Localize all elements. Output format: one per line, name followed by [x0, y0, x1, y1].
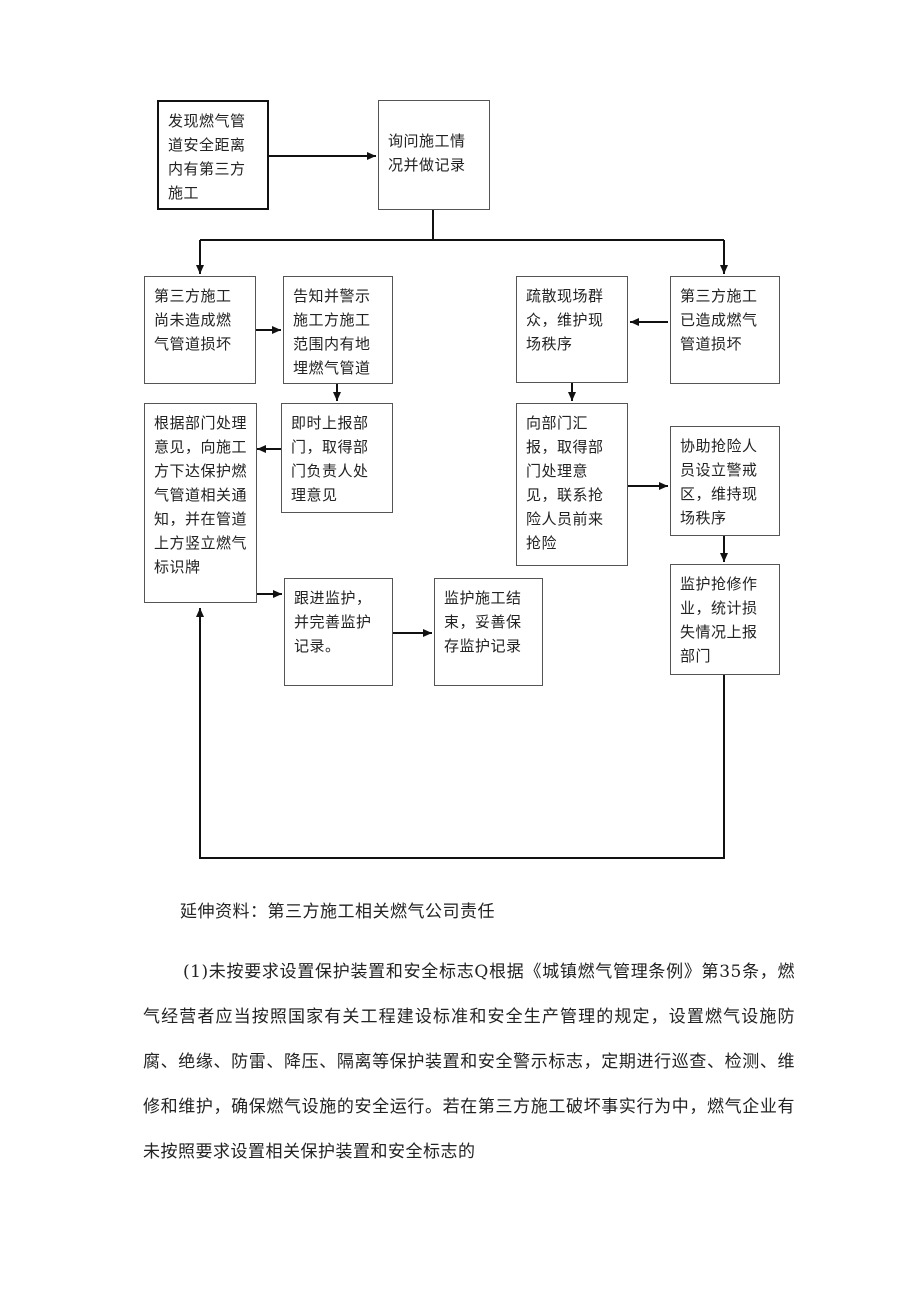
- flow-inform-warn-box: 告知并警示施工方施工范围内有地埋燃气管道: [283, 276, 393, 384]
- flow-no-damage-box: 第三方施工尚未造成燃气管道损坏: [144, 276, 256, 384]
- flow-report-right-box: 向部门汇报，取得部门处理意见，联系抢险人员前来抢险: [516, 403, 628, 566]
- flow-start-box: 发现燃气管道安全距离内有第三方施工: [157, 100, 269, 210]
- flow-assist-rescue-box: 协助抢险人员设立警戒区，维持现场秩序: [670, 426, 780, 536]
- flow-damaged-box: 第三方施工已造成燃气管道损坏: [670, 276, 780, 384]
- flow-report-left-box: 即时上报部门，取得部门负责人处理意见: [281, 403, 393, 513]
- flow-evacuate-box: 疏散现场群众，维护现场秩序: [516, 276, 628, 383]
- body-paragraph: (1)未按要求设置保护装置和安全标志Q根据《城镇燃气管理条例》第35条，燃气经营…: [143, 962, 795, 1162]
- flow-issue-notice-box: 根据部门处理意见，向施工方下达保护燃气管道相关通知，并在管道上方竖立燃气标识牌: [144, 403, 257, 603]
- arrow-loop-back: [196, 608, 725, 859]
- flow-inquire-box: 询问施工情况并做记录: [378, 100, 490, 210]
- flowchart-connectors: [196, 152, 728, 859]
- flow-monitor-end-box: 监护施工结束，妥善保存监护记录: [434, 578, 543, 686]
- flow-monitor-repair-box: 监护抢修作业，统计损失情况上报部门: [670, 564, 780, 675]
- flow-follow-up-box: 跟进监护，并完善监护记录。: [284, 578, 393, 686]
- section-heading: 延伸资料：第三方施工相关燃气公司责任: [180, 902, 495, 922]
